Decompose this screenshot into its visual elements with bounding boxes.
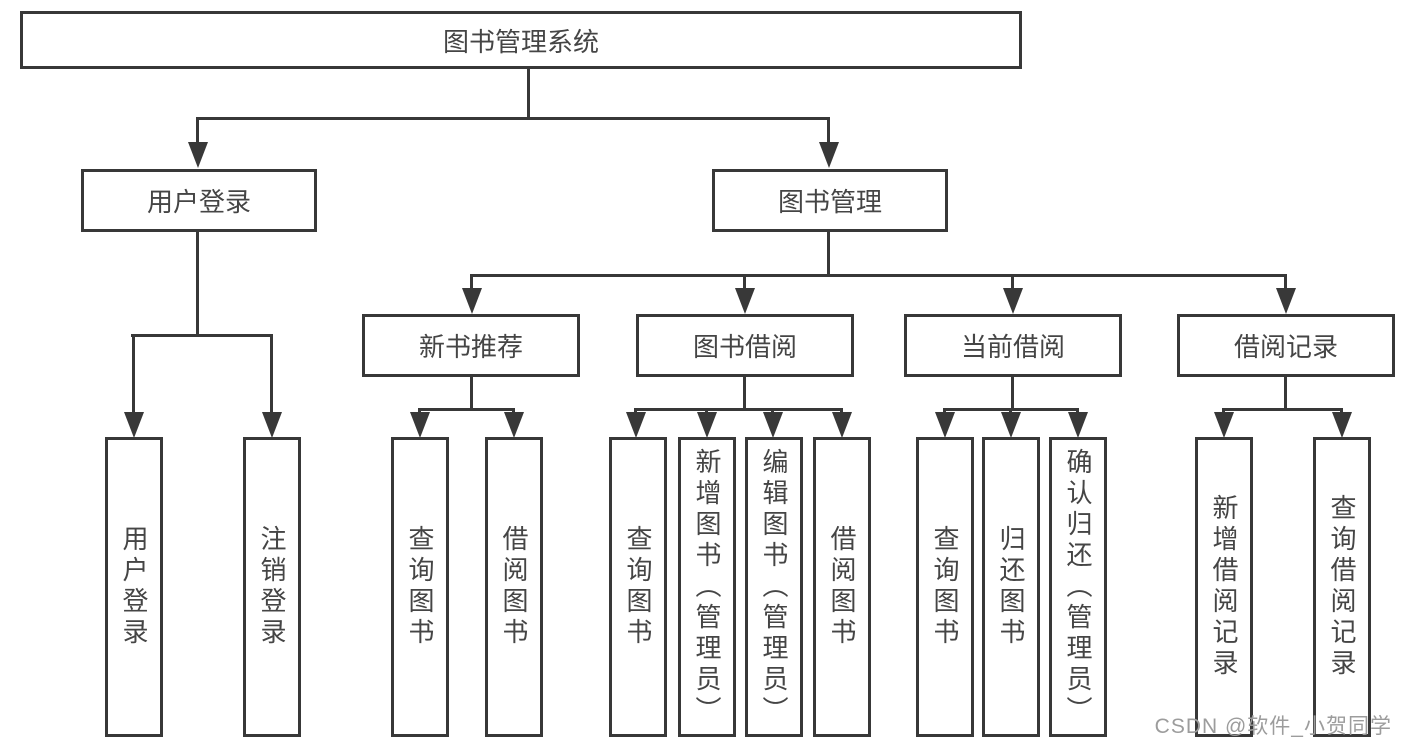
leaf-edit-books-admin: 编辑图书（管理员） [745, 437, 803, 737]
connector-arrowhead [832, 412, 852, 438]
connector-line [132, 335, 135, 420]
leaf-confirm-return-admin: 确认归还（管理员） [1049, 437, 1107, 737]
connector-line [1011, 376, 1014, 411]
node-current-borrowing: 当前借阅 [904, 314, 1122, 377]
connector-line [418, 408, 515, 411]
node-book-management: 图书管理 [712, 169, 948, 232]
leaf-borrow-books-1: 借阅图书 [485, 437, 543, 737]
node-book-borrowing: 图书借阅 [636, 314, 854, 377]
connector-arrowhead [1068, 412, 1088, 438]
connector-arrowhead [1001, 412, 1021, 438]
leaf-search-books-2: 查询图书 [609, 437, 667, 737]
connector-line [1284, 275, 1287, 298]
connector-line [827, 118, 830, 152]
connector-line [270, 335, 273, 420]
connector-arrowhead [188, 142, 208, 168]
connector-line [943, 408, 1079, 411]
connector-line [196, 117, 830, 120]
leaf-add-borrow-record: 新增借阅记录 [1195, 437, 1253, 737]
connector-line [743, 376, 746, 411]
connector-line [131, 334, 273, 337]
node-root: 图书管理系统 [20, 11, 1022, 69]
connector-line [827, 231, 830, 277]
leaf-logout: 注销登录 [243, 437, 301, 737]
leaf-user-login: 用户登录 [105, 437, 163, 737]
connector-arrowhead [697, 412, 717, 438]
connector-arrowhead [1276, 288, 1296, 314]
leaf-add-books-admin: 新增图书（管理员） [678, 437, 736, 737]
node-borrowing-records: 借阅记录 [1177, 314, 1395, 377]
node-user-login: 用户登录 [81, 169, 317, 232]
connector-line [196, 231, 199, 337]
connector-arrowhead [763, 412, 783, 438]
leaf-search-books-3: 查询图书 [916, 437, 974, 737]
connector-line [196, 118, 199, 152]
connector-arrowhead [819, 142, 839, 168]
connector-line [1222, 408, 1343, 411]
connector-line [527, 68, 530, 119]
leaf-search-books-1: 查询图书 [391, 437, 449, 737]
connector-line [743, 275, 746, 298]
connector-line [470, 274, 1287, 277]
connector-arrowhead [504, 412, 524, 438]
leaf-borrow-books-2: 借阅图书 [813, 437, 871, 737]
connector-arrowhead [1003, 288, 1023, 314]
connector-arrowhead [935, 412, 955, 438]
connector-arrowhead [462, 288, 482, 314]
connector-line [634, 408, 843, 411]
connector-arrowhead [735, 288, 755, 314]
connector-line [470, 376, 473, 411]
connector-arrowhead [1332, 412, 1352, 438]
connector-arrowhead [124, 412, 144, 438]
node-new-book-recommend: 新书推荐 [362, 314, 580, 377]
connector-arrowhead [1214, 412, 1234, 438]
leaf-return-books: 归还图书 [982, 437, 1040, 737]
connector-line [470, 275, 473, 298]
watermark: CSDN @软件_小贺同学 [1154, 715, 1392, 738]
connector-arrowhead [262, 412, 282, 438]
connector-line [1011, 275, 1014, 298]
connector-arrowhead [626, 412, 646, 438]
leaf-search-borrow-record: 查询借阅记录 [1313, 437, 1371, 737]
connector-line [1284, 376, 1287, 411]
connector-arrowhead [410, 412, 430, 438]
